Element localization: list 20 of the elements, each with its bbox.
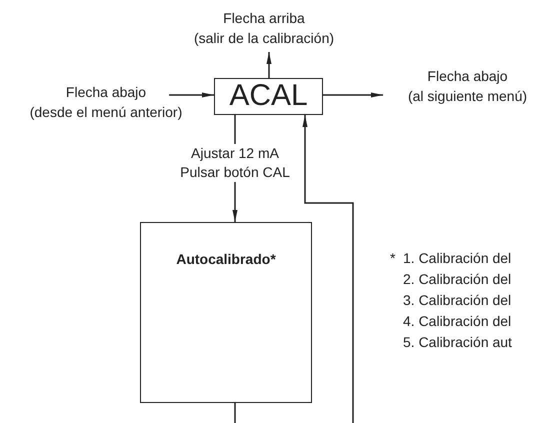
node-text: (salir de la calibración) bbox=[194, 29, 334, 48]
footnote-text: 2. Calibración del bbox=[403, 270, 512, 289]
node-text: Flecha abajo bbox=[66, 83, 146, 102]
arrow bbox=[266, 52, 272, 78]
node-text: (desde el menú anterior) bbox=[30, 103, 182, 122]
node-text: (al siguiente menú) bbox=[408, 87, 528, 106]
box-title: Autocalibrado* bbox=[176, 250, 276, 269]
node-text: Flecha abajo bbox=[427, 67, 508, 86]
footnote-text: 3. Calibración del bbox=[403, 291, 512, 310]
node-text: Flecha arriba bbox=[223, 9, 305, 28]
footnote-text: 4. Calibración del bbox=[403, 312, 512, 331]
arrow bbox=[302, 115, 354, 423]
process-box bbox=[140, 222, 312, 403]
arrow bbox=[323, 92, 383, 98]
footnote-text: 5. Calibración aut bbox=[403, 333, 512, 352]
process-box bbox=[214, 78, 323, 115]
footnote-mark: * bbox=[390, 249, 396, 268]
arrow bbox=[169, 92, 214, 98]
footnote-text: 1. Calibración del bbox=[403, 249, 512, 268]
box-title: ACAL bbox=[229, 79, 308, 113]
